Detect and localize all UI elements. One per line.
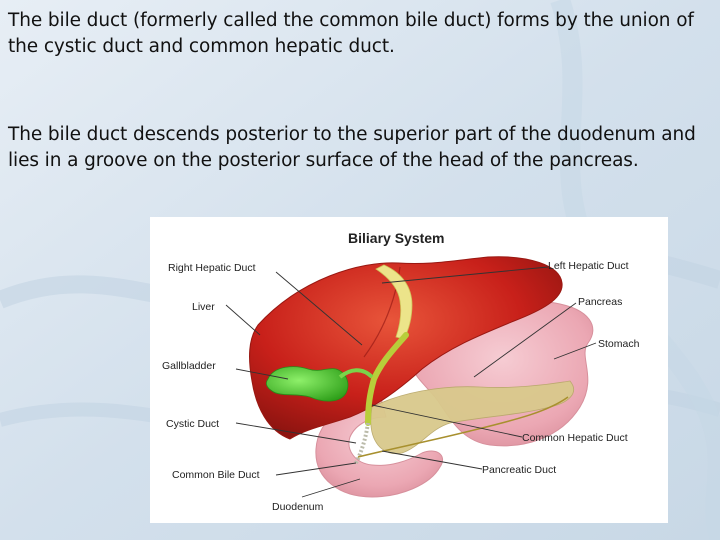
label-pancreas: Pancreas: [578, 296, 622, 308]
paragraph-bile-duct-course: The bile duct descends posterior to the …: [8, 124, 696, 171]
diagram-title: Biliary System: [348, 230, 445, 246]
label-duodenum: Duodenum: [272, 501, 324, 513]
pancreatic-duct-shape: [357, 396, 569, 458]
label-common-bile-duct: Common Bile Duct: [172, 469, 260, 481]
label-stomach: Stomach: [598, 338, 640, 350]
paragraph-bile-duct-formation: The bile duct (formerly called the commo…: [8, 10, 694, 57]
label-cystic-duct: Cystic Duct: [166, 418, 219, 430]
biliary-system-diagram: Biliary System: [162, 230, 640, 513]
label-liver: Liver: [192, 301, 215, 313]
label-gallbladder: Gallbladder: [162, 360, 216, 372]
leader-lines: [225, 266, 597, 498]
label-right-hepatic-duct: Right Hepatic Duct: [168, 262, 256, 274]
label-pancreatic-duct: Pancreatic Duct: [482, 464, 556, 476]
duodenum-shape: [315, 394, 444, 498]
common-hepatic-duct-shape: [365, 332, 409, 426]
biliary-system-figure: Biliary System: [150, 217, 668, 523]
label-left-hepatic-duct: Left Hepatic Duct: [548, 260, 629, 272]
bile-duct-shape: [354, 422, 370, 464]
gallbladder-shape: [265, 366, 349, 402]
left-hepatic-duct-shape: [375, 264, 413, 340]
label-common-hepatic-duct: Common Hepatic Duct: [522, 432, 628, 444]
cystic-duct-shape: [338, 368, 374, 379]
